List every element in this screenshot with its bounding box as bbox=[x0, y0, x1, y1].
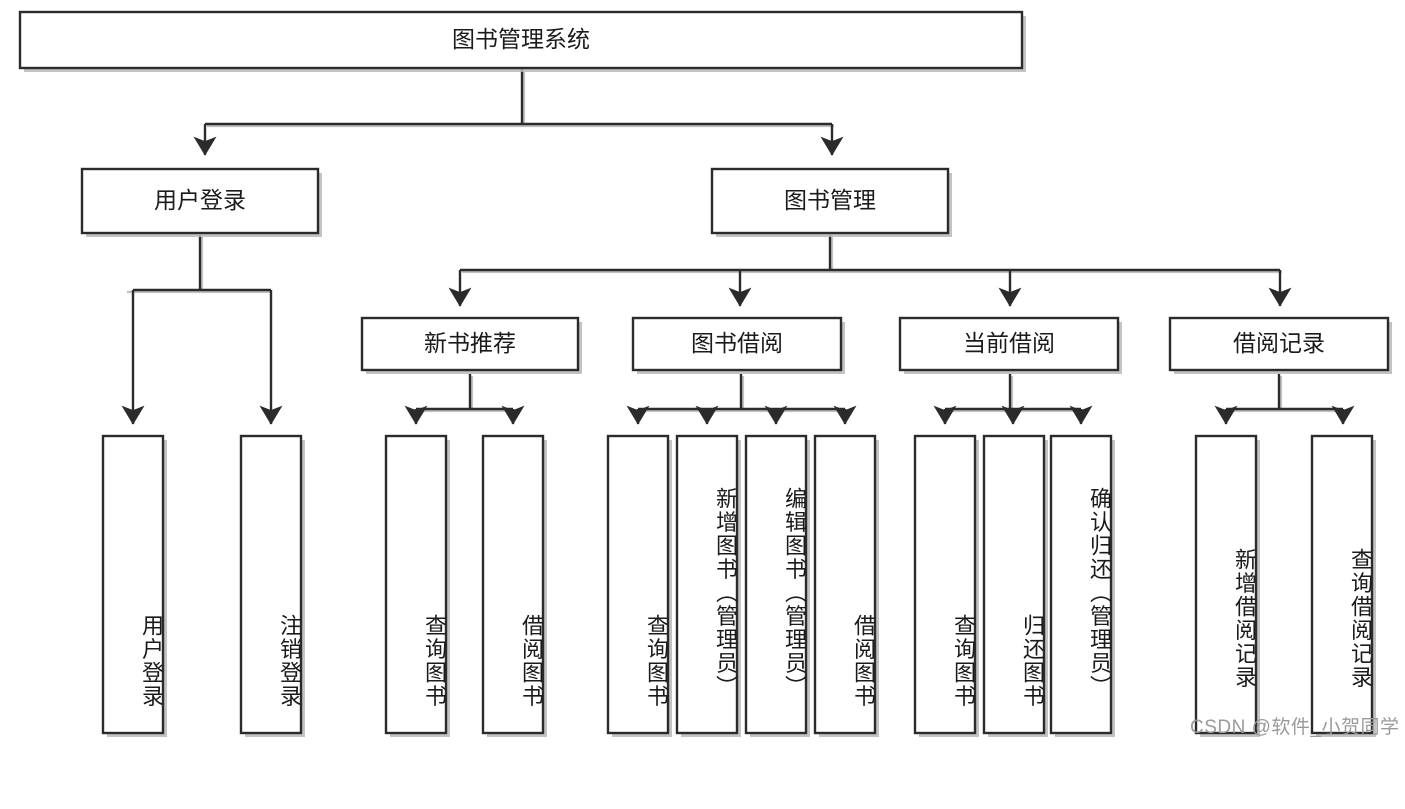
edge-shadow-group bbox=[127, 71, 1345, 413]
leaf-boxes bbox=[101, 434, 1376, 737]
node-leaf-add-book[interactable] bbox=[675, 434, 741, 737]
node-new-book-rec[interactable]: 新书推荐 bbox=[360, 316, 582, 374]
node-root[interactable]: 图书管理系统 bbox=[18, 10, 1026, 72]
node-borrow-record-label: 借阅记录 bbox=[1233, 330, 1325, 356]
node-book-borrow-label: 图书借阅 bbox=[691, 330, 783, 356]
node-user-login[interactable]: 用户登录 bbox=[80, 167, 322, 237]
edge-borrowrecord-to-leaves bbox=[1214, 374, 1355, 425]
node-leaf-confirm-return[interactable] bbox=[1049, 434, 1115, 737]
diagram-canvas: 图书管理系统 用户登录 图书管理 新书推荐 图书借阅 当前借阅 bbox=[18, 10, 1400, 738]
edge-root-to-children bbox=[193, 69, 844, 156]
edge-bookmanage-to-level3 bbox=[448, 235, 1292, 307]
node-leaf-borrow-book-1[interactable] bbox=[481, 434, 547, 737]
edge-bookborrow-to-leaves bbox=[626, 374, 857, 425]
node-borrow-record[interactable]: 借阅记录 bbox=[1168, 316, 1392, 374]
edge-userlogin-to-leaves bbox=[121, 235, 283, 425]
node-leaf-query-record[interactable] bbox=[1310, 434, 1376, 737]
node-current-borrow[interactable]: 当前借阅 bbox=[898, 316, 1122, 374]
node-book-borrow[interactable]: 图书借阅 bbox=[631, 316, 845, 374]
node-book-manage-label: 图书管理 bbox=[784, 187, 876, 213]
edge-newbook-to-leaves bbox=[404, 374, 525, 425]
node-leaf-borrow-book-2[interactable] bbox=[813, 434, 879, 737]
node-leaf-query-book-1[interactable] bbox=[384, 434, 450, 737]
node-current-borrow-label: 当前借阅 bbox=[963, 330, 1055, 356]
node-leaf-add-record[interactable] bbox=[1194, 434, 1260, 737]
node-leaf-logout-login[interactable] bbox=[239, 434, 305, 737]
node-leaf-return-book[interactable] bbox=[982, 434, 1048, 737]
csdn-watermark: CSDN @软件_小贺同学 bbox=[1190, 717, 1400, 738]
node-leaf-user-login[interactable] bbox=[101, 434, 167, 737]
node-root-label: 图书管理系统 bbox=[452, 26, 590, 52]
node-user-login-label: 用户登录 bbox=[154, 187, 246, 213]
node-leaf-edit-book[interactable] bbox=[744, 434, 810, 737]
node-leaf-query-book-2[interactable] bbox=[606, 434, 672, 737]
node-leaf-query-book-3[interactable] bbox=[913, 434, 979, 737]
edge-currentborrow-to-leaves bbox=[933, 374, 1093, 425]
flowchart-svg: 图书管理系统 用户登录 图书管理 新书推荐 图书借阅 当前借阅 bbox=[18, 10, 1392, 737]
node-book-manage[interactable]: 图书管理 bbox=[710, 167, 952, 237]
node-new-book-rec-label: 新书推荐 bbox=[424, 330, 516, 356]
